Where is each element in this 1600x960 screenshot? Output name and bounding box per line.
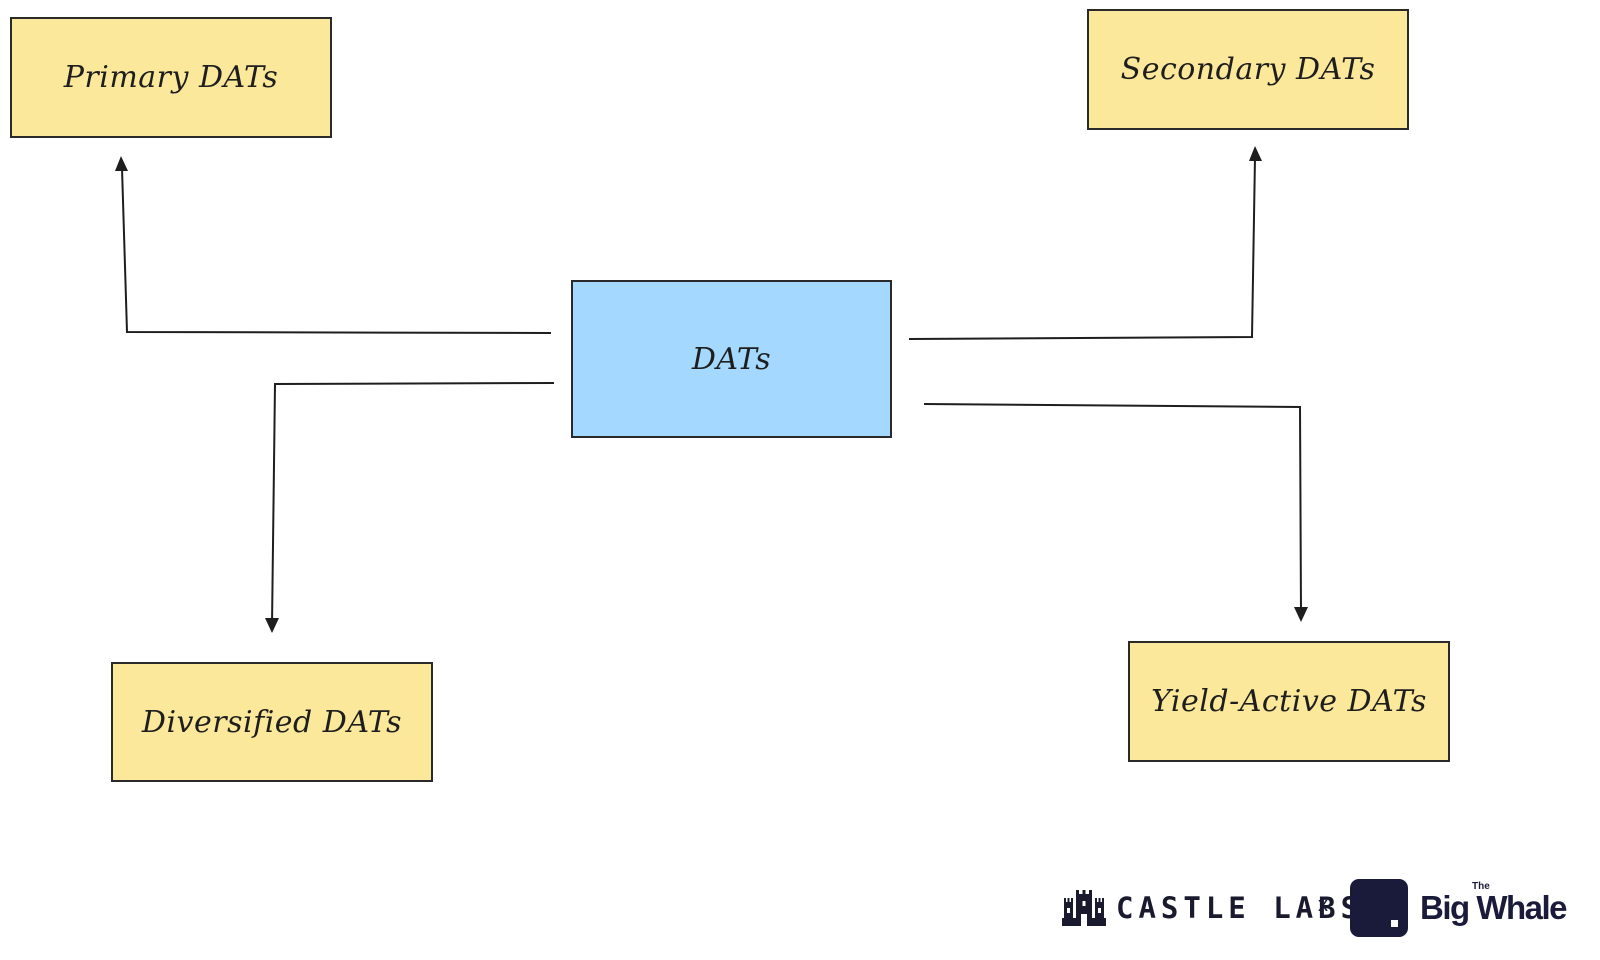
node-diversified-dats: Diversified DATs bbox=[111, 662, 433, 782]
big-whale-the: The bbox=[1472, 881, 1490, 892]
node-secondary-dats: Secondary DATs bbox=[1087, 9, 1409, 130]
arrowhead-diversified bbox=[265, 618, 279, 633]
castle-icon bbox=[1062, 890, 1106, 926]
edge-to-primary bbox=[121, 167, 552, 334]
big-whale-logo-icon bbox=[1350, 879, 1408, 937]
arrowhead-secondary bbox=[1249, 146, 1262, 161]
node-yield-active-dats: Yield-Active DATs bbox=[1128, 641, 1450, 762]
castle-labs-text: CASTLE LABS bbox=[1116, 891, 1364, 925]
node-label: Primary DATs bbox=[63, 60, 279, 95]
brand-separator: x bbox=[1318, 894, 1328, 916]
node-primary-dats: Primary DATs bbox=[10, 17, 332, 138]
node-label: DATs bbox=[691, 341, 772, 377]
node-label: Diversified DATs bbox=[141, 704, 403, 740]
edge-to-yield bbox=[923, 403, 1302, 614]
big-whale-text: Big Whale bbox=[1420, 889, 1568, 926]
big-whale-wordmark: The Big Whale bbox=[1420, 881, 1568, 927]
node-label: Secondary DATs bbox=[1120, 52, 1376, 87]
big-whale-logo: The Big Whale bbox=[1350, 878, 1568, 938]
edge-to-secondary bbox=[908, 156, 1256, 340]
castle-labs-logo: CASTLE LABS bbox=[1062, 878, 1363, 938]
node-center-dats: DATs bbox=[571, 280, 892, 438]
arrowhead-yield bbox=[1294, 607, 1308, 622]
arrowhead-primary bbox=[115, 156, 128, 171]
edge-to-diversified bbox=[271, 382, 555, 626]
node-label: Yield-Active DATs bbox=[1151, 684, 1427, 719]
